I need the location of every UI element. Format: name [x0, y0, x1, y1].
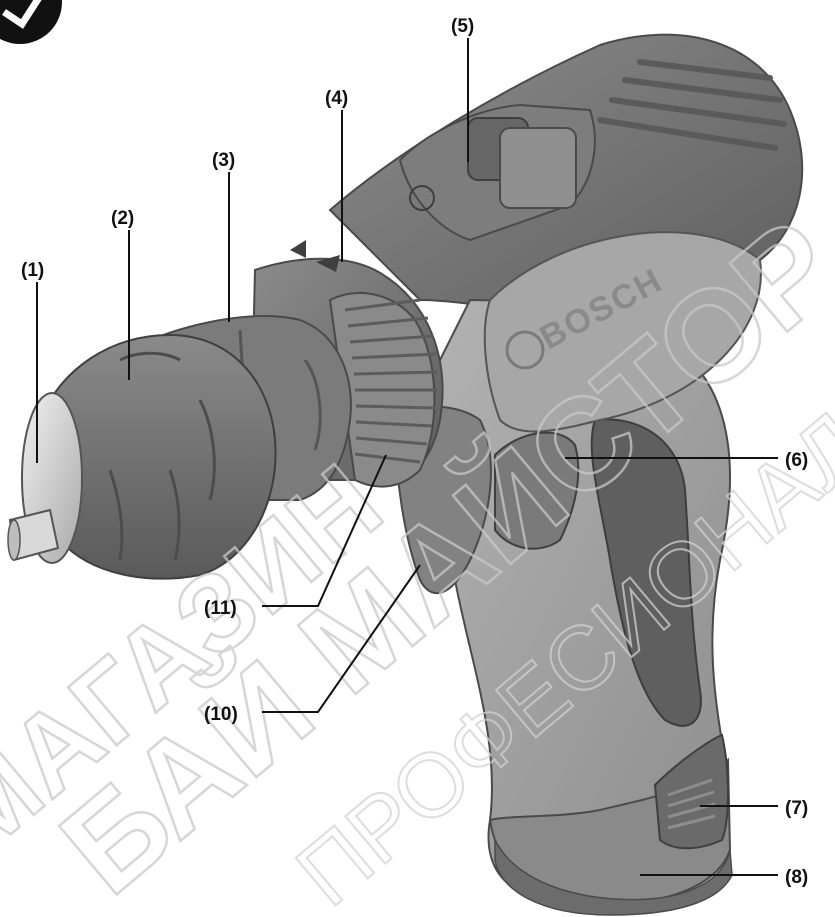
callout-label-11: (11) — [204, 598, 237, 619]
callout-label-3: (3) — [212, 150, 235, 171]
callout-label-8: (8) — [785, 867, 808, 888]
callout-label-4: (4) — [325, 88, 348, 109]
callouts: (1) (2) (3) (4) (5) (6) (7) (8) (10) (11… — [21, 16, 808, 888]
callout-label-10: (10) — [204, 704, 238, 725]
trigger — [494, 431, 580, 550]
chuck-nose — [7, 392, 83, 564]
callout-label-2: (2) — [111, 208, 134, 229]
battery-cap — [488, 733, 733, 916]
callout-label-6: (6) — [785, 450, 808, 471]
direction-switch — [398, 103, 596, 242]
leader-line-11 — [262, 454, 387, 607]
callout-label-1: (1) — [21, 260, 44, 281]
callout-label-7: (7) — [785, 798, 808, 819]
leader-line-10 — [262, 564, 421, 713]
handle: BOSCH — [418, 231, 762, 904]
corner-badge — [0, 0, 62, 44]
callout-label-5: (5) — [451, 16, 474, 37]
